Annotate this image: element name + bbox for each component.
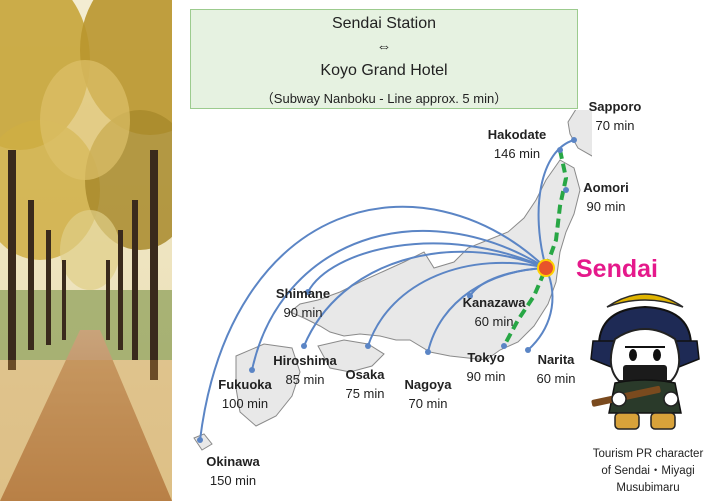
mascot-caption: Tourism PR character of Sendai・Miyagi Mu…	[576, 446, 720, 497]
japan-route-map	[193, 110, 592, 451]
city-hakodate: Hakodate 146 min	[487, 127, 547, 161]
city-shimane: Shimane 90 min	[275, 286, 331, 320]
city-hiroshima: Hiroshima 85 min	[273, 353, 337, 387]
okinawa-landmass	[193, 433, 213, 451]
caption-line-2: of Sendai・Miyagi	[601, 465, 695, 477]
sendai-hub-label: Sendai	[576, 255, 658, 283]
caption-line-3: Musubimaru	[616, 482, 680, 494]
city-nagoya: Nagoya 70 min	[404, 377, 452, 411]
route-info-box: Sendai Station ⇔ Koyo Grand Hotel （Subwa…	[190, 9, 578, 109]
city-fukuoka: Fukuoka 100 min	[218, 377, 272, 411]
city-kanazawa: Kanazawa 60 min	[462, 295, 526, 329]
subway-note: （Subway Nanboku - Line approx. 5 min）	[260, 91, 508, 106]
sendai-hub-marker	[537, 259, 555, 277]
route-sapporo	[537, 139, 575, 269]
route-hiroshima	[303, 250, 547, 347]
route-osaka	[367, 261, 547, 347]
route-okinawa	[199, 205, 547, 441]
destination-hotel: Koyo Grand Hotel	[320, 62, 448, 79]
musubimaru-mascot-illustration	[590, 293, 700, 430]
kyushu-landmass	[235, 343, 301, 427]
route-narita	[527, 267, 554, 351]
route-shimane	[307, 242, 547, 293]
city-osaka: Osaka 75 min	[345, 367, 385, 401]
two-way-arrow-icon: ⇔	[376, 38, 392, 55]
caption-line-1: Tourism PR character	[592, 448, 704, 460]
hokkaido-landmass	[567, 110, 592, 157]
origin-station: Sendai Station	[331, 15, 437, 32]
route-fukuoka	[251, 229, 547, 371]
city-okinawa: Okinawa 150 min	[206, 454, 260, 488]
shinkansen-route	[502, 149, 569, 347]
city-aomori: Aomori 90 min	[583, 180, 629, 214]
autumn-avenue-photo	[0, 0, 172, 501]
city-sapporo: Sapporo 70 min	[588, 99, 642, 133]
city-narita: Narita 60 min	[536, 352, 576, 386]
route-kanazawa	[469, 267, 547, 297]
flight-routes	[199, 139, 575, 441]
city-tokyo: Tokyo 90 min	[466, 350, 506, 384]
